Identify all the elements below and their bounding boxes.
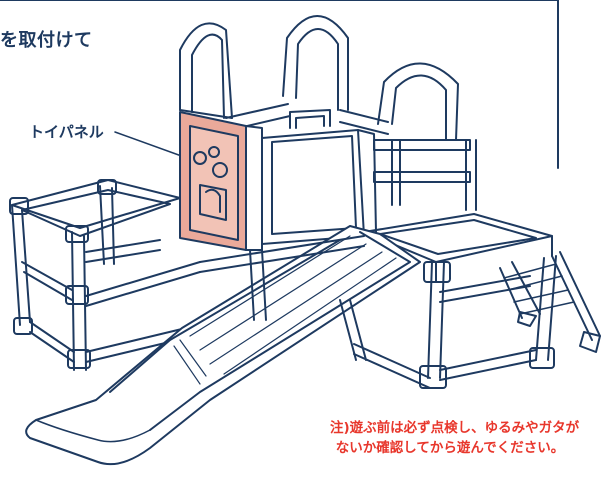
toy-panel-callout-label: トイパネル (29, 123, 104, 141)
safety-notice-line-2: ないか確認してから遊んでください。 (335, 440, 565, 456)
info-frame (0, 0, 559, 169)
arches (179, 15, 459, 141)
slide (25, 225, 421, 466)
toy-panel (179, 111, 247, 251)
ladder (499, 251, 601, 353)
callout-leader-line (114, 131, 188, 159)
safety-notice-line-1: 注)遊ぶ前は必ず点検し、ゆるみやガタが (330, 420, 580, 436)
right-platform (353, 213, 557, 389)
base-frame (199, 235, 367, 361)
safety-notice: 注)遊ぶ前は必ず点検し、ゆるみやガタが ないか確認してから遊んでください。 (330, 418, 580, 458)
heading-text: を取付けて (0, 30, 93, 51)
upper-right-frame (373, 139, 477, 211)
